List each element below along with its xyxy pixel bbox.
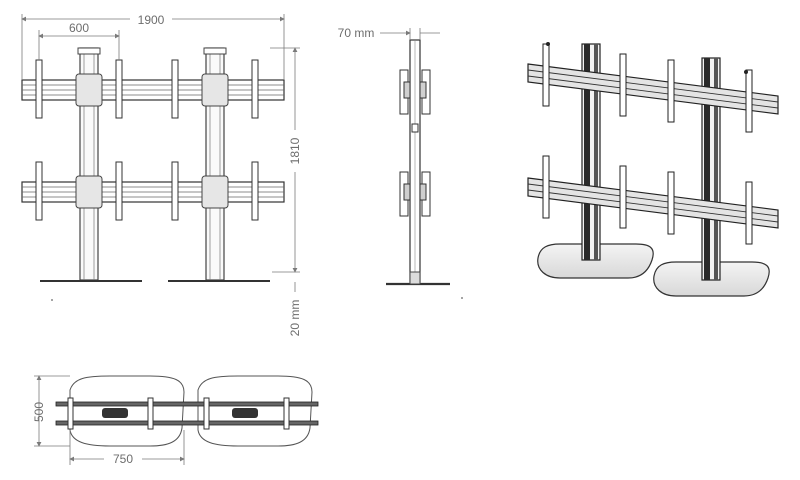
front-view: 1900 600 1810 20 mm bbox=[21, 13, 302, 336]
dim-floor-clearance: 20 mm bbox=[288, 282, 302, 336]
dim-total-width: 1900 bbox=[21, 13, 285, 80]
dim-base-depth-label: 500 bbox=[32, 402, 46, 422]
dim-base-width: 750 bbox=[69, 430, 185, 466]
top-view: 500 750 bbox=[32, 375, 319, 466]
perspective-column-right bbox=[701, 57, 721, 281]
perspective-brackets bbox=[542, 43, 753, 245]
front-brackets-bottom bbox=[35, 161, 259, 221]
front-rail-bottom bbox=[21, 181, 285, 203]
perspective-column-left bbox=[581, 43, 601, 261]
top-rails bbox=[55, 401, 319, 426]
dim-total-width-label: 1900 bbox=[138, 13, 165, 27]
dim-floor-clearance-label: 20 mm bbox=[288, 300, 302, 337]
top-bracket-marks bbox=[67, 397, 290, 430]
dim-total-height-label: 1810 bbox=[288, 137, 302, 164]
dim-profile-depth-label: 70 mm bbox=[338, 26, 375, 40]
front-rail-top bbox=[21, 79, 285, 101]
dim-base-depth: 500 bbox=[32, 375, 70, 447]
top-column-sections bbox=[102, 408, 258, 418]
perspective-base-left bbox=[537, 243, 654, 279]
front-brackets-top bbox=[35, 59, 259, 119]
side-brackets bbox=[399, 69, 431, 217]
dim-total-height: 1810 bbox=[270, 47, 302, 273]
dim-bracket-spacing-label: 600 bbox=[69, 21, 89, 35]
dim-bracket-spacing: 600 bbox=[38, 21, 120, 60]
perspective-rail-top bbox=[527, 63, 779, 115]
perspective-view bbox=[527, 42, 779, 297]
perspective-rail-bottom bbox=[527, 177, 779, 229]
front-clamps bbox=[75, 73, 229, 209]
side-view: 70 mm bbox=[338, 26, 463, 299]
front-column-caps bbox=[77, 47, 227, 55]
dim-base-width-label: 750 bbox=[113, 452, 133, 466]
dim-profile-depth: 70 mm bbox=[338, 26, 440, 40]
